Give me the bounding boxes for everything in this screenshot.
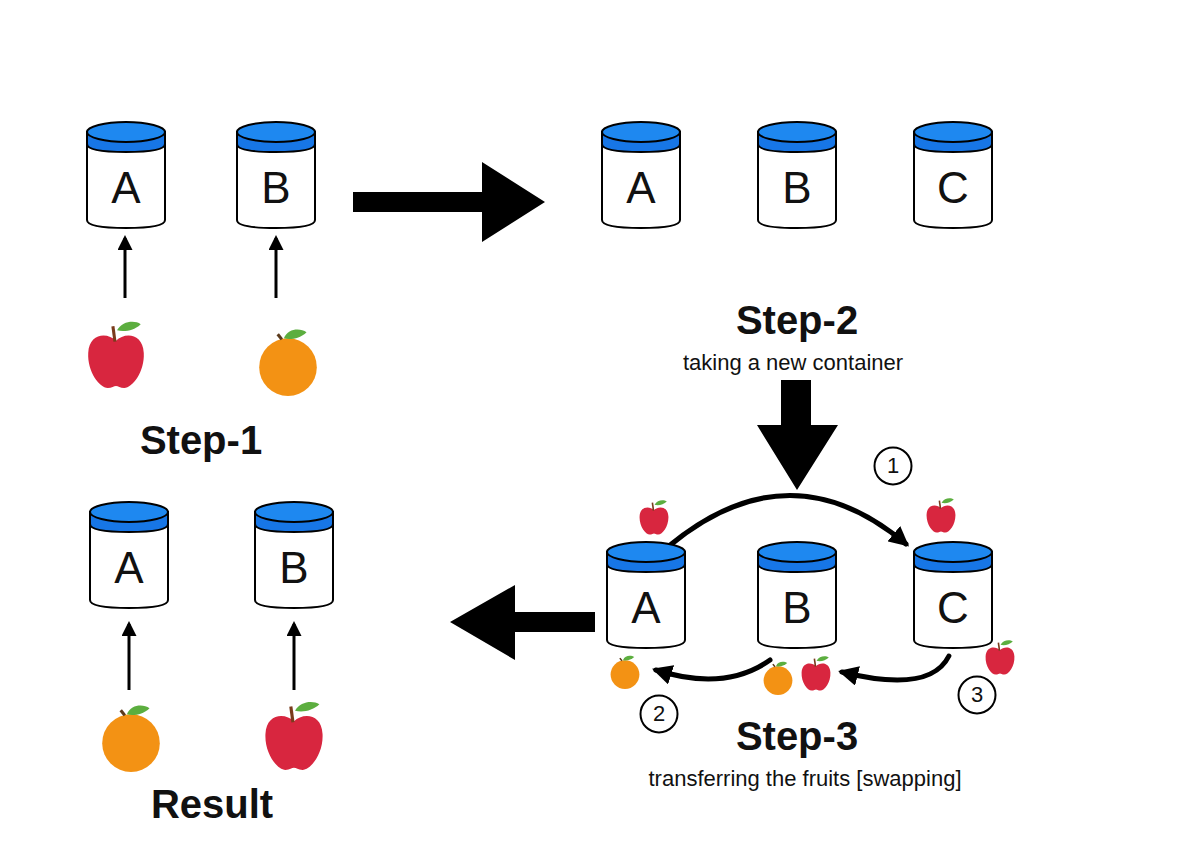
container-jar: B xyxy=(756,540,838,650)
container-jar: A xyxy=(85,120,167,230)
callout-number: 2 xyxy=(639,694,679,734)
container-letter: C xyxy=(912,566,994,650)
step-caption: taking a new container xyxy=(683,350,903,376)
container-jar: C xyxy=(912,120,994,230)
container-jar: B xyxy=(756,120,838,230)
callout-circle: 1 xyxy=(873,446,913,486)
container-letter: A xyxy=(85,146,167,230)
container-jar: A xyxy=(88,500,170,610)
container-jar: C xyxy=(912,540,994,650)
container-letter: A xyxy=(88,526,170,610)
step-caption: transferring the fruits [swapping] xyxy=(648,766,961,792)
callout-circle: 3 xyxy=(957,675,997,715)
container-letter: B xyxy=(253,526,335,610)
container-letter: A xyxy=(600,146,682,230)
callout-number: 1 xyxy=(873,446,913,486)
container-letter: B xyxy=(756,146,838,230)
step-heading: Step-1 xyxy=(140,418,262,463)
container-jar: B xyxy=(235,120,317,230)
container-letter: B xyxy=(756,566,838,650)
transfer-arrow xyxy=(842,656,949,680)
step-heading: Step-3 xyxy=(736,714,858,759)
container-letter: C xyxy=(912,146,994,230)
callout-number: 3 xyxy=(957,675,997,715)
step-heading: Step-2 xyxy=(736,298,858,343)
transfer-arrow xyxy=(669,495,906,546)
container-jar: B xyxy=(253,500,335,610)
container-letter: A xyxy=(605,566,687,650)
container-letter: B xyxy=(235,146,317,230)
callout-circle: 2 xyxy=(639,694,679,734)
container-jar: A xyxy=(600,120,682,230)
step-heading: Result xyxy=(151,782,273,827)
transfer-arrow xyxy=(656,660,770,679)
container-jar: A xyxy=(605,540,687,650)
